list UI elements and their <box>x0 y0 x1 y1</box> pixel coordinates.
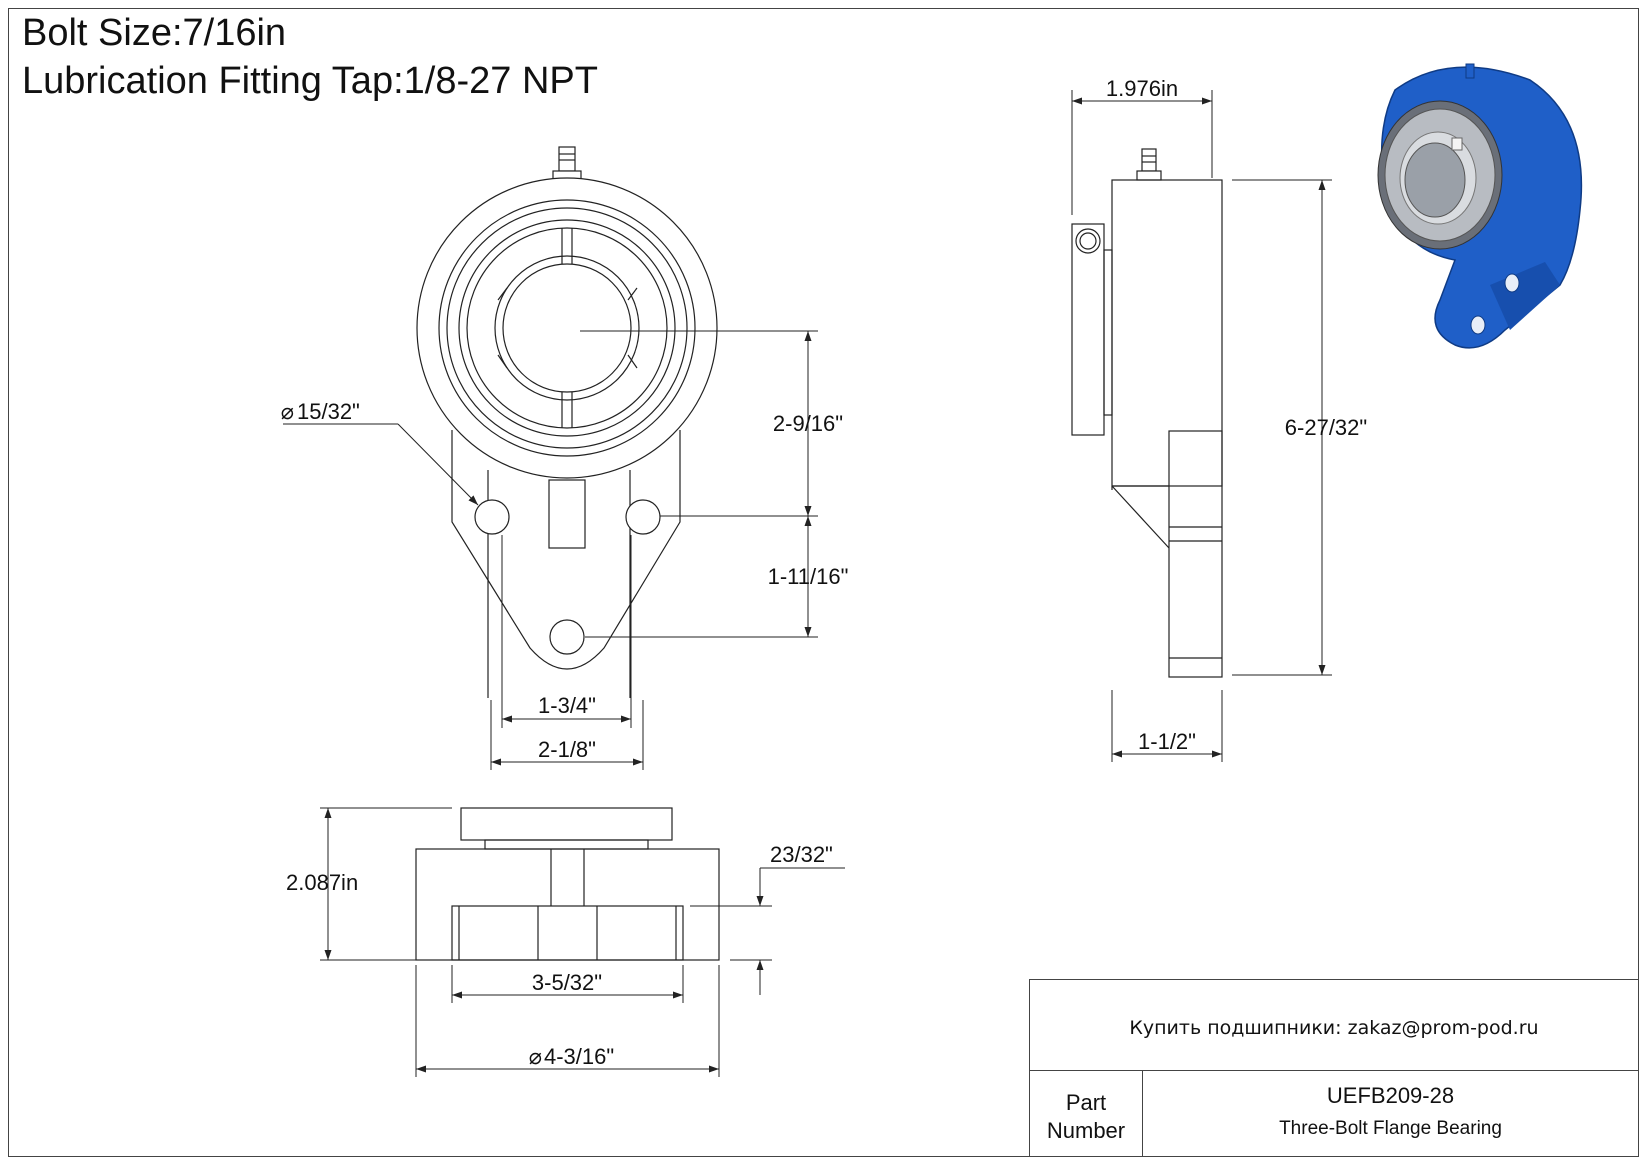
dim-overall-height: 6-27/32" <box>1285 415 1367 440</box>
part-label-line2: Number <box>1046 1118 1126 1143</box>
title-block-part-number <box>1142 1070 1639 1157</box>
lubrication-fitting-label: Lubrication Fitting Tap:1/8-27 NPT <box>22 60 598 102</box>
part-number: UEFB209-28 <box>1326 1083 1455 1108</box>
buy-link-text[interactable]: Купить подшипники: zakaz@prom-pod.ru <box>1129 1017 1539 1039</box>
diameter-symbol-icon: ⌀ <box>529 1044 542 1069</box>
top-view-dimensions <box>320 807 845 1077</box>
side-view <box>1071 148 1223 678</box>
bolt-hole-bottom <box>549 619 585 655</box>
diameter-symbol-icon: ⌀ <box>281 399 294 424</box>
front-view-dimensions <box>283 330 818 770</box>
dim-bolt-spacing-outer: 2-1/8" <box>538 737 596 762</box>
dim-flange-depth: 23/32" <box>770 842 833 867</box>
dim-flange-thickness: 1-1/2" <box>1138 729 1196 754</box>
dim-bolt-vertical: 1-11/16" <box>768 564 849 589</box>
bolt-size-label: Bolt Size:7/16in <box>22 12 287 54</box>
part-label-line1: Part <box>1065 1090 1107 1115</box>
top-view <box>415 807 720 961</box>
dim-body-dia: 4-3/16" <box>544 1044 614 1069</box>
flange-outline <box>451 430 681 670</box>
dim-bolt-spacing-inner: 1-3/4" <box>538 693 596 718</box>
side-grease-fitting-icon <box>1136 148 1162 181</box>
housing-outer-circle <box>416 177 718 479</box>
side-view-dimensions <box>1071 90 1332 762</box>
bolt-hole-left <box>474 499 510 535</box>
dim-side-width: 1.976in <box>1106 76 1178 101</box>
dim-bolt-hole-dia: 15/32" <box>297 399 360 424</box>
bolt-hole-right <box>625 499 661 535</box>
dim-center-to-bolt: 2-9/16" <box>773 411 843 436</box>
drawing-frame <box>8 8 1639 1157</box>
bore-circle <box>494 255 640 401</box>
part-description: Three-Bolt Flange Bearing <box>1279 1118 1502 1139</box>
dim-total-width: 2.087in <box>286 870 358 895</box>
bearing-3d-render <box>1377 63 1583 349</box>
front-view <box>416 146 718 698</box>
dim-pilot-dia: 3-5/32" <box>532 970 602 995</box>
grease-fitting-icon <box>552 146 582 183</box>
